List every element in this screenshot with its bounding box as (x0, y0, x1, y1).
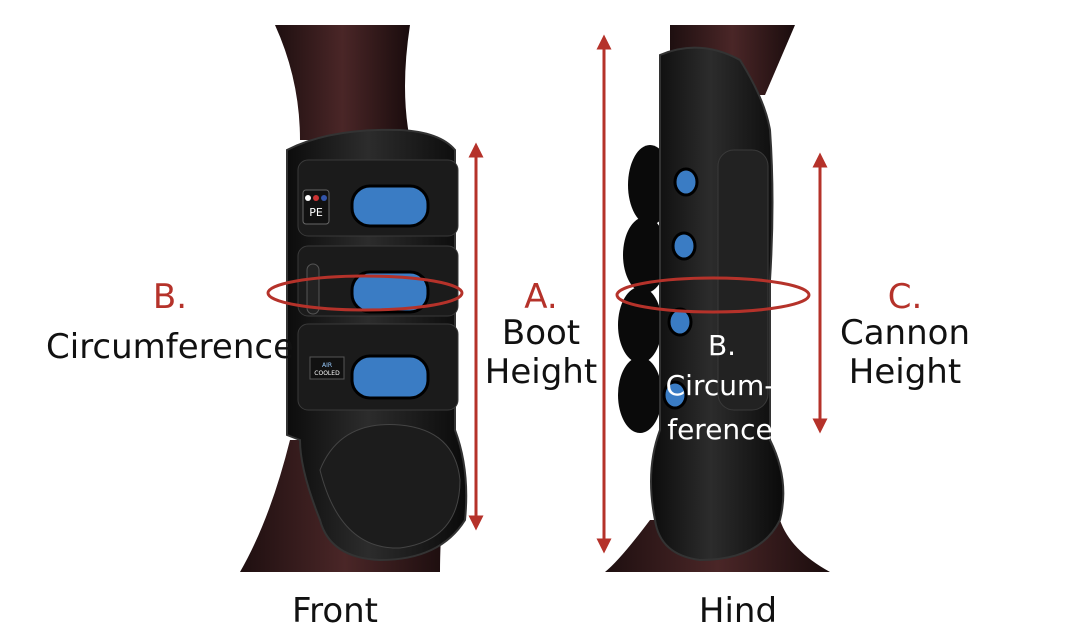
hind-circumference-line2: ference (667, 413, 773, 446)
hind-caption: Hind (698, 591, 778, 631)
hind-boot (618, 46, 785, 562)
cannon-height-line2: Height (848, 352, 962, 392)
front-boot: PE AIR COOLED (286, 128, 468, 562)
boot-height-line1: Boot (501, 313, 581, 353)
cannon-height-line1: Cannon (839, 313, 971, 353)
vent-panel (350, 354, 430, 400)
boot-height-letter: A. (524, 277, 558, 317)
svg-text:AIR: AIR (322, 362, 332, 369)
vent-panel (350, 270, 430, 314)
vent-panel (673, 167, 699, 197)
front-circumference-label: Circumference (46, 327, 294, 367)
vent-panel (350, 184, 430, 228)
hind-circumference-loop (615, 276, 811, 314)
svg-text:PE: PE (309, 206, 323, 219)
vent-panel (671, 231, 697, 261)
vent-panel (662, 380, 688, 410)
svg-text:COOLED: COOLED (314, 370, 340, 377)
front-caption: Front (292, 591, 378, 631)
air-cooled-badge (309, 356, 345, 380)
vent-panel (667, 307, 693, 337)
hind-circumference-letter: B. (707, 329, 737, 362)
cannon-height-letter: C. (887, 277, 923, 317)
front-circumference-letter: B. (152, 277, 188, 317)
hind-circumference-line1: Circum- (665, 369, 775, 402)
boot-height-line2: Height (484, 352, 598, 392)
front-circumference-loop (266, 274, 464, 312)
